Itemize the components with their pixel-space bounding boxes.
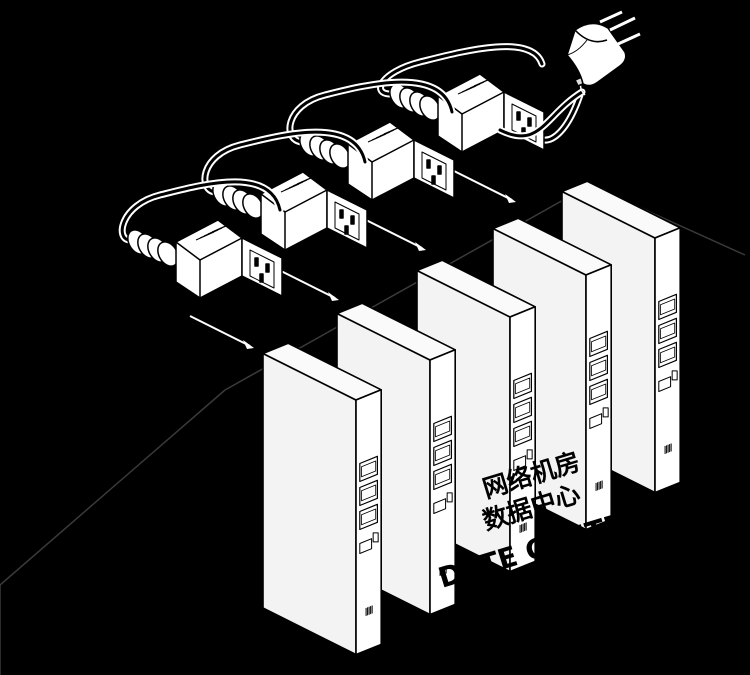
arrow-icon [274,267,339,301]
arrow-icon [361,217,426,251]
power-cord-connector-icon [212,171,368,251]
server-tower-icon [262,342,383,657]
power-plug-icon [566,10,641,96]
power-cord-connector-icon [127,219,283,299]
server-row [262,180,682,657]
power-cord-connector-icon [299,121,455,201]
arrow-icon [451,169,516,203]
arrow-icon [189,315,254,349]
power-cords [118,43,586,349]
